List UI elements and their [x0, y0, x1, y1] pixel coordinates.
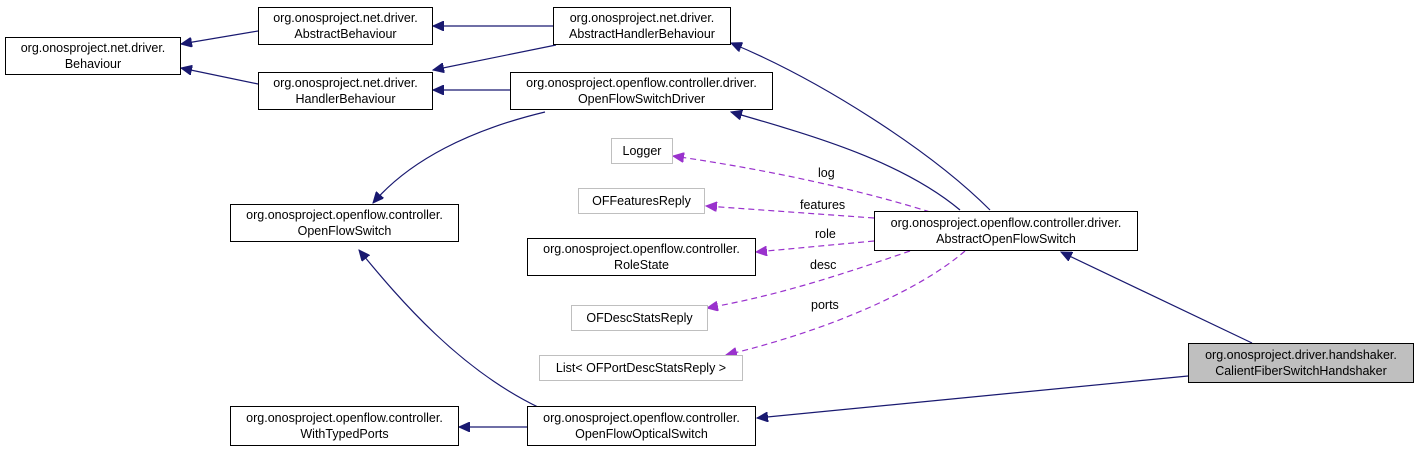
edge-openflowopticalswitch-openflowswitch	[359, 250, 541, 409]
node-openflow-switch-class: OpenFlowSwitch	[297, 224, 392, 238]
node-with-typed-ports-class: WithTypedPorts	[300, 427, 389, 441]
node-openflow-switch[interactable]: org.onosproject.openflow.controller. Ope…	[230, 204, 459, 242]
node-openflow-switch-package: org.onosproject.openflow.controller.	[246, 208, 443, 222]
node-list-port-desc-stats-reply[interactable]: List< OFPortDescStatsReply >	[539, 355, 743, 381]
edge-label-role: role	[815, 227, 836, 241]
node-openflow-optical-switch-package: org.onosproject.openflow.controller.	[543, 411, 740, 425]
node-openflow-optical-switch-class: OpenFlowOpticalSwitch	[575, 427, 708, 441]
node-calient-fiber-switch-handshaker: org.onosproject.driver.handshaker. Calie…	[1188, 343, 1414, 383]
edge-usage-ports	[726, 250, 966, 355]
edge-handlerbehaviour-behaviour	[181, 68, 259, 85]
node-with-typed-ports-package: org.onosproject.openflow.controller.	[246, 411, 443, 425]
edge-abstractopenflowswitch-abstracthandlerbehaviour	[731, 43, 991, 211]
node-role-state[interactable]: org.onosproject.openflow.controller. Rol…	[527, 238, 756, 276]
usage-edges	[673, 156, 966, 355]
node-handler-behaviour-package: org.onosproject.net.driver.	[273, 76, 418, 90]
edge-usage-features	[706, 206, 875, 219]
node-with-typed-ports[interactable]: org.onosproject.openflow.controller. Wit…	[230, 406, 459, 446]
edge-label-desc: desc	[810, 258, 836, 272]
node-behaviour-class: Behaviour	[64, 57, 122, 71]
edge-labels: log features role desc ports	[800, 166, 845, 312]
node-behaviour-package: org.onosproject.net.driver.	[20, 41, 166, 55]
edge-calient-openflowopticalswitch	[757, 375, 1189, 418]
edge-calient-abstractopenflowswitch	[1061, 251, 1253, 344]
node-openflow-optical-switch[interactable]: org.onosproject.openflow.controller. Ope…	[527, 406, 756, 446]
node-abstract-openflow-switch-class: AbstractOpenFlowSwitch	[936, 232, 1076, 246]
node-handler-behaviour-class: HandlerBehaviour	[295, 92, 396, 106]
node-behaviour[interactable]: org.onosproject.net.driver. Behaviour	[5, 37, 181, 75]
node-abstract-openflow-switch[interactable]: org.onosproject.openflow.controller.driv…	[874, 211, 1138, 251]
node-handler-behaviour[interactable]: org.onosproject.net.driver. HandlerBehav…	[258, 72, 433, 110]
node-abstract-handler-behaviour-package: org.onosproject.net.driver.	[569, 11, 715, 25]
edge-usage-role	[756, 240, 875, 252]
node-of-features-reply[interactable]: OFFeaturesReply	[578, 188, 705, 214]
node-openflow-switch-driver[interactable]: org.onosproject.openflow.controller.driv…	[510, 72, 773, 110]
node-role-state-class: RoleState	[614, 258, 669, 272]
node-logger-class: Logger	[622, 144, 662, 158]
node-calient-fiber-switch-handshaker-class: CalientFiberSwitchHandshaker	[1215, 364, 1387, 378]
node-of-desc-stats-reply[interactable]: OFDescStatsReply	[571, 305, 708, 331]
node-list-port-desc-stats-reply-class: List< OFPortDescStatsReply >	[555, 361, 727, 375]
node-abstract-behaviour-class: AbstractBehaviour	[294, 27, 397, 41]
inheritance-edges	[181, 26, 1253, 427]
edge-openflowswitchdriver-openflowswitch	[373, 111, 546, 203]
node-abstract-behaviour[interactable]: org.onosproject.net.driver. AbstractBeha…	[258, 7, 433, 45]
edge-label-log: log	[818, 166, 835, 180]
node-abstract-behaviour-package: org.onosproject.net.driver.	[273, 11, 418, 25]
edge-label-features: features	[800, 198, 845, 212]
node-openflow-switch-driver-class: OpenFlowSwitchDriver	[577, 92, 706, 106]
node-abstract-handler-behaviour[interactable]: org.onosproject.net.driver. AbstractHand…	[553, 7, 731, 45]
edge-abstracthandlerbehaviour-handlerbehaviour	[433, 44, 557, 70]
edge-label-ports: ports	[811, 298, 839, 312]
node-openflow-switch-driver-package: org.onosproject.openflow.controller.driv…	[526, 76, 757, 90]
edge-usage-desc	[707, 250, 911, 308]
node-of-features-reply-class: OFFeaturesReply	[592, 194, 691, 208]
node-role-state-package: org.onosproject.openflow.controller.	[543, 242, 740, 256]
edge-abstractopenflowswitch-openflowswitchdriver	[731, 112, 961, 211]
node-calient-fiber-switch-handshaker-package: org.onosproject.driver.handshaker.	[1205, 348, 1397, 362]
node-abstract-openflow-switch-package: org.onosproject.openflow.controller.driv…	[890, 216, 1122, 230]
node-logger[interactable]: Logger	[611, 138, 673, 164]
node-of-desc-stats-reply-class: OFDescStatsReply	[586, 311, 693, 325]
edge-usage-log	[673, 156, 931, 213]
edge-abstractbehaviour-behaviour	[181, 30, 259, 44]
node-abstract-handler-behaviour-class: AbstractHandlerBehaviour	[569, 27, 715, 41]
